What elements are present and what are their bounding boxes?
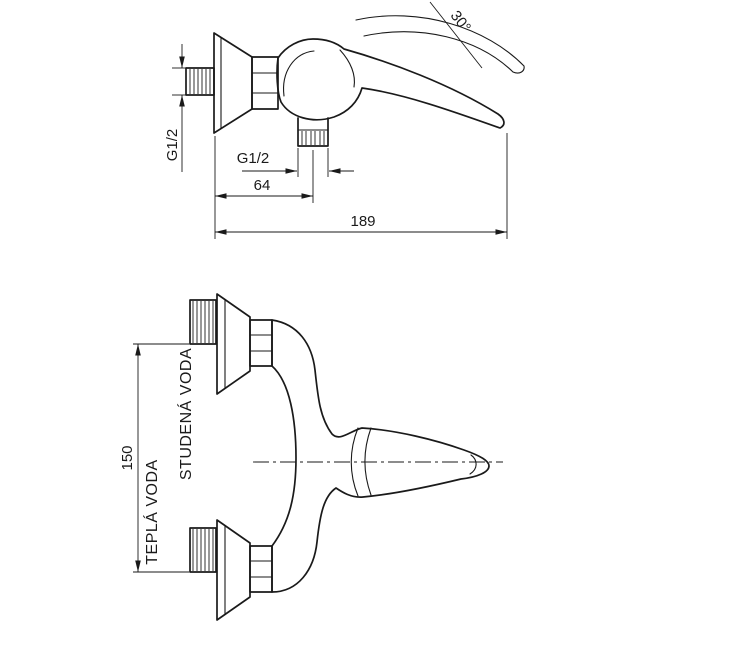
cold-pipe-thread-hatch	[192, 301, 214, 343]
front-view: STUDENÁ VODA TEPLÁ VODA 150	[119, 293, 503, 621]
hot-flange	[216, 519, 251, 621]
hot-pipe-thread	[189, 527, 217, 573]
outlet-thread-dimension: G1/2	[237, 148, 354, 177]
center-distance-dimension: 150	[119, 343, 189, 573]
connection-nut	[251, 56, 279, 110]
side-view: 30° G1/2	[164, 1, 525, 239]
wall-thread-label: G1/2	[164, 129, 181, 162]
center-distance-label: 150	[119, 445, 136, 470]
outlet-thread-hatch	[301, 131, 325, 145]
total-length-dimension: 189	[215, 133, 508, 239]
mixer-body-and-lever	[276, 38, 505, 129]
outlet-pipe	[297, 117, 329, 147]
total-length-label: 189	[350, 213, 375, 230]
wall-pipe-thread	[185, 67, 215, 96]
angle-dimension-label: 30°	[447, 8, 474, 36]
cold-water-label: STUDENÁ VODA	[176, 348, 195, 480]
wall-thread-dimension: G1/2	[164, 44, 186, 172]
cold-nut	[249, 319, 273, 367]
cold-pipe-thread	[189, 299, 217, 345]
wall-pipe-thread-hatch	[189, 69, 211, 94]
hot-pipe-thread-hatch	[192, 529, 214, 571]
outlet-offset-dimension: 64	[214, 136, 314, 239]
hot-nut	[249, 545, 273, 593]
cold-flange	[216, 293, 251, 395]
outlet-offset-label: 64	[254, 177, 271, 194]
lever-raised-outline	[355, 15, 525, 74]
outlet-thread-label: G1/2	[237, 150, 270, 167]
wall-flange	[213, 32, 253, 134]
hot-water-label: TEPLÁ VODA	[142, 459, 161, 564]
mixer-body-front	[271, 319, 490, 593]
